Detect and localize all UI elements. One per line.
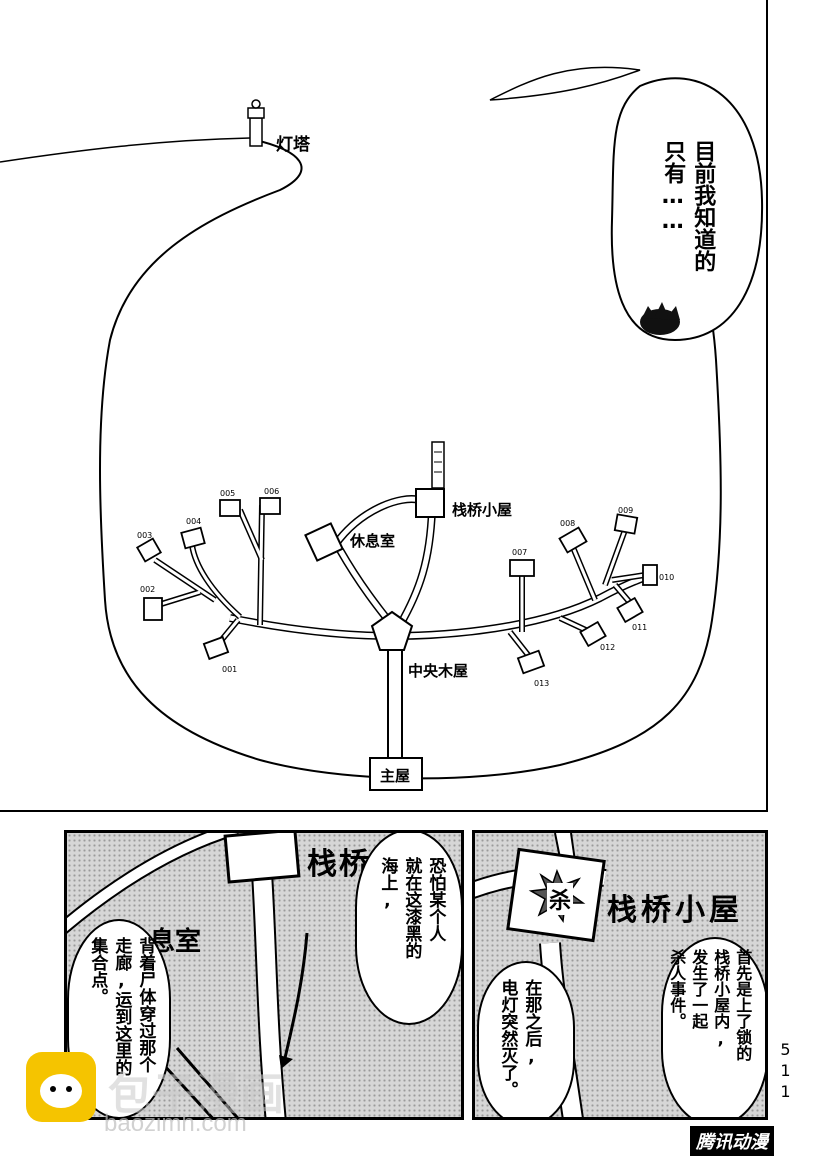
central-cabin-building <box>370 610 414 651</box>
br-bubble1-line4: 杀人事件。 <box>667 949 687 1029</box>
island-map: 灯塔 <box>0 66 764 791</box>
kill-mark: 杀 <box>547 883 574 915</box>
watermark-url: baozimh.com <box>104 1110 247 1137</box>
cabin-label-010: 010 <box>659 573 674 582</box>
cabin-label-004: 004 <box>186 517 201 526</box>
horizon-line <box>0 137 251 163</box>
speech-bubble-top <box>610 77 764 342</box>
cabin-004 <box>180 526 206 550</box>
pier-hut-label: 栈桥小屋 <box>452 501 512 519</box>
arrow-head-icon <box>279 1055 293 1069</box>
pier-hut-building <box>415 488 445 518</box>
cabin-012 <box>579 620 607 648</box>
cabin-label-007: 007 <box>512 548 527 557</box>
br-bubble2-line2: 电灯突然灭了。 <box>497 979 518 1098</box>
bottom-left-art <box>67 833 309 1117</box>
speech-bubble-3 <box>661 937 765 1117</box>
cabin-label-006: 006 <box>264 487 279 496</box>
cabin-label-012: 012 <box>600 643 615 652</box>
speech-bubble-1 <box>355 833 461 1025</box>
arrow-path <box>283 932 309 1059</box>
bl-bubble2-line2: 走廊,运到这里的 <box>111 937 132 1076</box>
bl-bubble1-line1: 恐怕某个人 <box>425 857 446 942</box>
cabin-label-011: 011 <box>632 623 647 632</box>
main-house-label: 主屋 <box>380 767 410 785</box>
panel-bottom-right: 杀 栈桥小屋 首先是上了锁的 栈桥小屋内, 发生了一起 杀人事件。 在那之后, … <box>472 830 768 1120</box>
top-bubble-line2: 只有…… <box>660 140 686 234</box>
bl-bubble1-line3: 海上, <box>377 857 398 911</box>
bl-bubble2-line1: 背着尸体穿过那个 <box>135 937 156 1073</box>
distant-cliff <box>489 66 641 101</box>
br-bubble1-line2: 栈桥小屋内, <box>711 949 731 1048</box>
bl-bubble1-line2: 就在这漆黑的 <box>401 857 422 959</box>
cabin-label-009: 009 <box>618 506 633 515</box>
cabin-008 <box>558 526 588 554</box>
speech-bubble-4 <box>477 961 575 1117</box>
lighthouse-label: 灯塔 <box>276 134 311 155</box>
cabin-label-001: 001 <box>222 665 237 674</box>
panel-bottom-left: 栈桥 息室 恐怕某个人 就在这漆黑的 海上, 背着尸体穿过那个 走廊,运到这里的… <box>64 830 464 1120</box>
bg-label-pier-hut: 栈桥小屋 <box>607 893 743 928</box>
island-outline <box>99 139 722 780</box>
lighthouse-icon <box>247 99 265 147</box>
br-bubble2-line1: 在那之后, <box>521 979 542 1067</box>
cabin-002 <box>143 597 163 621</box>
cabin-007 <box>509 559 535 577</box>
corridor-main-house <box>387 639 403 759</box>
pier-dock-icon <box>431 441 445 489</box>
character-head-icon <box>640 302 680 335</box>
cabin-006 <box>259 497 281 515</box>
cabin-005 <box>219 499 241 517</box>
top-bubble-line1: 目前我知道的 <box>690 140 716 272</box>
cabin-010 <box>642 564 658 586</box>
publisher-logo: 腾讯动漫 <box>690 1126 774 1156</box>
br-bubble1-line1: 首先是上了锁的 <box>733 949 753 1061</box>
cabin-label-008: 008 <box>560 519 575 528</box>
central-cabin-label: 中央木屋 <box>408 662 468 680</box>
cabin-label-003: 003 <box>137 531 152 540</box>
main-house-building <box>369 757 423 791</box>
lounge-building <box>304 522 344 562</box>
cabin-label-002: 002 <box>140 585 155 594</box>
cabin-011 <box>616 596 644 624</box>
cabin-003 <box>135 537 163 563</box>
br-bubble1-line3: 发生了一起 <box>689 949 709 1029</box>
bl-bubble2-line3: 集合点。 <box>87 937 108 1005</box>
cabin-label-005: 005 <box>220 489 235 498</box>
lounge-label: 休息室 <box>349 532 395 550</box>
cabin-013 <box>516 649 546 675</box>
cabin-label-013: 013 <box>534 679 549 688</box>
cabin-009 <box>613 513 639 535</box>
baozi-logo-icon <box>26 1052 96 1122</box>
cabin-001 <box>202 635 230 661</box>
watermark-text: 包子漫画 <box>108 1070 284 1119</box>
map-panel: 灯塔 <box>0 0 768 812</box>
page-number: 511 <box>776 1040 795 1103</box>
